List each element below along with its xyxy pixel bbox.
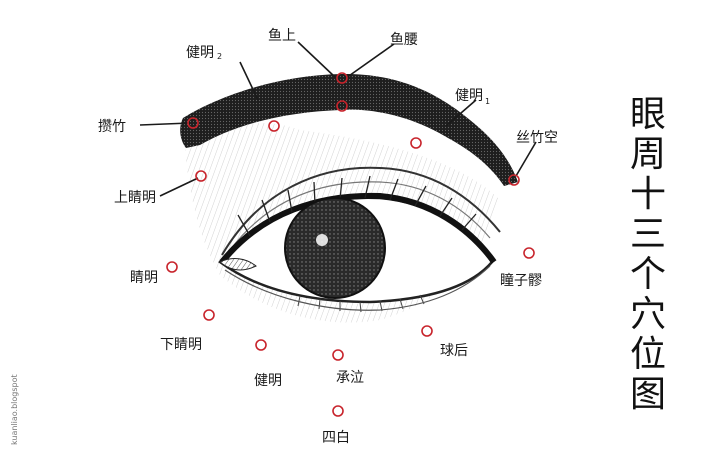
marker-chengqi: [332, 349, 344, 361]
iris: [284, 197, 386, 299]
marker-yuyao: [336, 100, 348, 112]
label-zanzhu: 攒竹: [98, 119, 126, 135]
svg-text:穴: 穴: [630, 294, 666, 335]
label-sizhukong: 丝竹空: [516, 130, 558, 146]
marker-zanzhu: [187, 117, 199, 129]
label-shangjingming: 上睛明: [114, 190, 156, 206]
svg-text:周: 周: [630, 134, 666, 175]
marker-sibai: [332, 405, 344, 417]
label-jianming: 健明: [254, 373, 282, 389]
marker-shangjingming: [195, 170, 207, 182]
leader-lines: [139, 41, 537, 197]
watermark: kuanliao.blogspot: [10, 374, 19, 445]
label-xiajingming: 下睛明: [160, 337, 202, 353]
inner-corner: [219, 258, 257, 271]
acupoint-markers: [166, 72, 535, 417]
marker-yushang: [336, 72, 348, 84]
marker-sizhukong: [508, 174, 520, 186]
marker-jingming: [166, 261, 178, 273]
label-jingming: 睛明: [130, 270, 158, 286]
label-tongziliao: 瞳子髎: [500, 272, 542, 289]
vertical-title: 眼 周 十 三 个 穴 位 图: [630, 94, 666, 415]
marker-jianming2: [268, 120, 280, 132]
svg-text:图: 图: [630, 374, 666, 415]
marker-tongziliao: [523, 247, 535, 259]
label-sibai: 四白: [322, 430, 350, 446]
label-qiuhou: 球后: [440, 343, 468, 359]
label-yushang: 鱼上: [268, 27, 296, 44]
marker-xiajingming: [203, 309, 215, 321]
svg-text:三: 三: [630, 214, 666, 255]
marker-jianming: [255, 339, 267, 351]
label-chengqi: 承泣: [336, 370, 364, 386]
svg-text:十: 十: [630, 174, 666, 215]
eyelashes: [237, 175, 477, 237]
eyebrow: [180, 73, 518, 186]
svg-text:个: 个: [630, 254, 666, 295]
svg-text:位: 位: [630, 334, 666, 375]
label-yuyao: 鱼腰: [390, 31, 418, 48]
lid-fold: [221, 166, 501, 256]
marker-jianming1: [410, 137, 422, 149]
marker-qiuhou: [421, 325, 433, 337]
svg-text:眼: 眼: [630, 94, 666, 135]
